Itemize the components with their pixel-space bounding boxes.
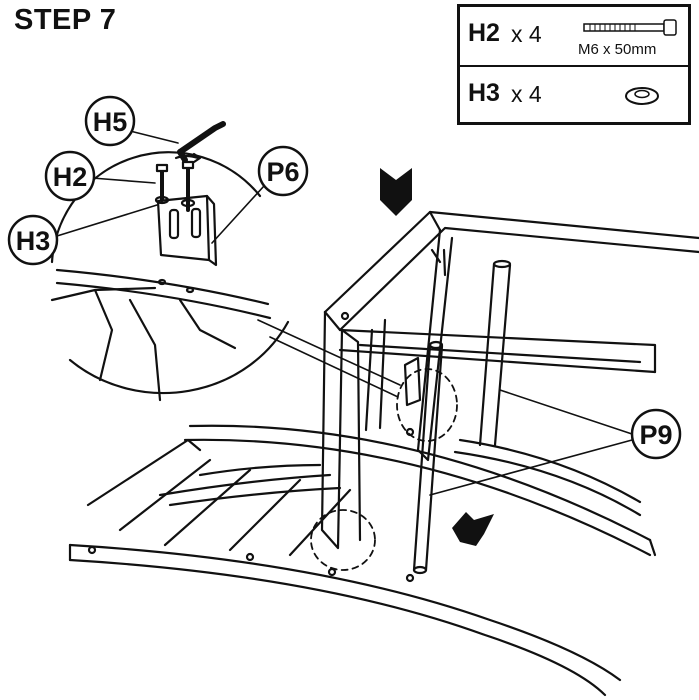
step-title: STEP 7 [14, 4, 117, 36]
down-arrow-icon [380, 168, 412, 216]
callout-p6: P6 [266, 157, 299, 187]
dowel-rods [412, 259, 512, 575]
callout-circle-p6 [257, 145, 309, 197]
callout-h3: H3 [16, 226, 51, 256]
part-id: H2 [468, 19, 500, 47]
part-id: H3 [468, 79, 500, 107]
callout-circle-h3 [7, 214, 59, 266]
parts-legend: H2 x 4 M6 x 50mm H3 x 4 [457, 4, 691, 125]
callout-circle-p9 [630, 408, 682, 460]
detail-hex-key [174, 121, 226, 164]
down-left-arrow-icon [452, 512, 494, 546]
callout-circle-h5 [84, 95, 136, 147]
parts-row-h2: H2 x 4 M6 x 50mm [460, 7, 688, 65]
washer-icon [625, 87, 659, 105]
part-spec: M6 x 50mm [578, 41, 657, 58]
direction-arrows [380, 168, 494, 546]
callout-h2: H2 [53, 162, 88, 192]
callout-h5: H5 [93, 107, 128, 137]
part-quantity: x 4 [511, 81, 542, 107]
detail-bolts [154, 160, 196, 212]
part-quantity: x 4 [511, 21, 542, 47]
callout-circle-h2 [44, 150, 96, 202]
bolt-icon [583, 19, 677, 36]
callout-p9: P9 [639, 420, 672, 450]
parts-row-h3: H3 x 4 [460, 65, 688, 125]
